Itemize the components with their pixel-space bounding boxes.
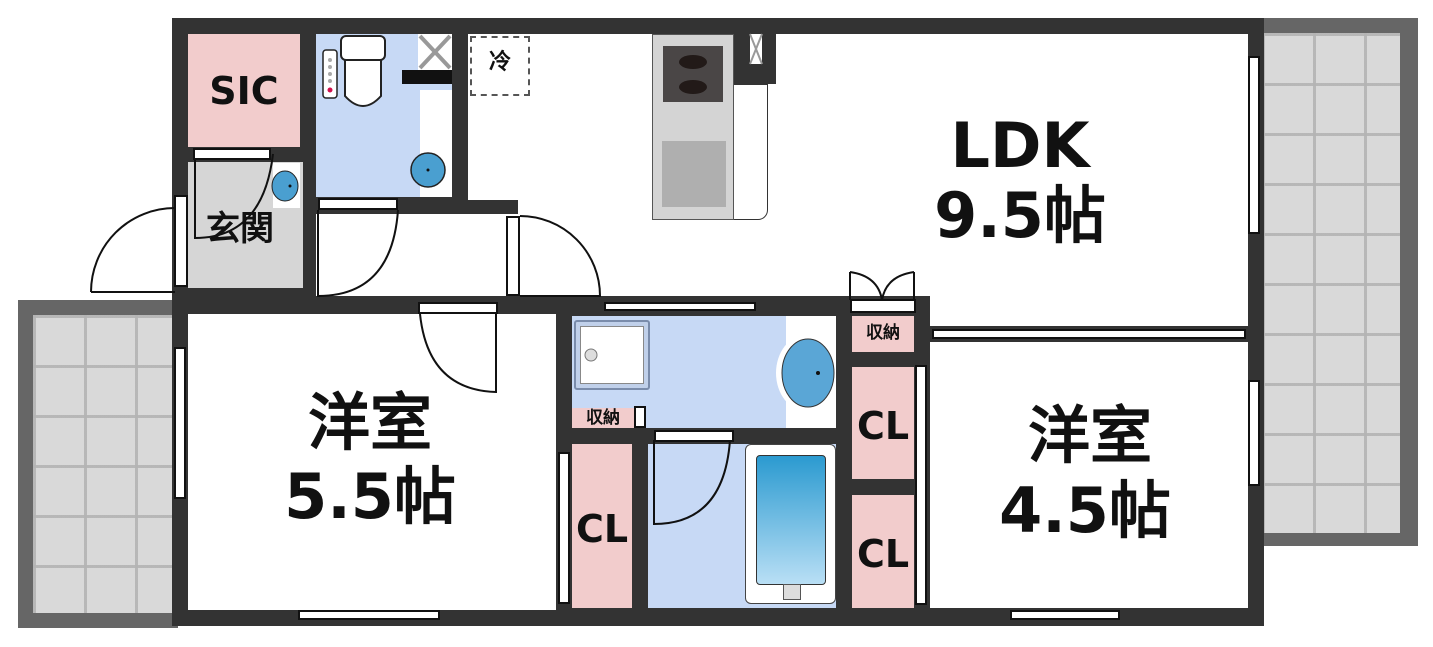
closet-right-bottom-label: CL bbox=[856, 532, 910, 576]
window-room-west[interactable] bbox=[174, 347, 186, 499]
window-left-south[interactable] bbox=[298, 610, 440, 620]
entrance-label: 玄関 bbox=[206, 209, 274, 249]
ldk-door[interactable] bbox=[506, 216, 520, 296]
sic-door[interactable] bbox=[193, 148, 271, 160]
bath-door[interactable] bbox=[654, 430, 734, 442]
western-room-right bbox=[930, 342, 1248, 608]
closet-right-top-label: CL bbox=[856, 404, 910, 448]
drain-icon bbox=[584, 348, 598, 362]
burner-icon bbox=[679, 55, 707, 94]
closet-left bbox=[572, 444, 632, 608]
ldk-room-sliding-door[interactable] bbox=[932, 329, 1246, 339]
closet-right-bottom bbox=[852, 495, 914, 608]
toilet-door-icon[interactable] bbox=[316, 200, 406, 300]
window-room-east[interactable] bbox=[1248, 380, 1260, 486]
western-right-name: 洋室 bbox=[1027, 399, 1152, 472]
western-left-name: 洋室 bbox=[307, 386, 432, 459]
closet-right-top bbox=[852, 367, 914, 479]
front-door-frame[interactable] bbox=[174, 195, 188, 287]
room-left-door[interactable] bbox=[418, 302, 498, 314]
bath-storage bbox=[572, 408, 634, 428]
sic-room bbox=[188, 34, 300, 147]
room-left-door-icon[interactable] bbox=[418, 300, 508, 400]
closet-left-sliding-door[interactable] bbox=[558, 452, 570, 604]
bath-faucet bbox=[783, 584, 801, 600]
bathtub-water bbox=[756, 455, 826, 585]
bath-door-icon[interactable] bbox=[652, 430, 742, 530]
balcony-left-floor bbox=[33, 315, 178, 613]
kitchen-sink bbox=[662, 141, 726, 207]
toilet-door[interactable] bbox=[318, 198, 398, 210]
window-right-south[interactable] bbox=[1010, 610, 1120, 620]
kitchen-bar bbox=[734, 84, 768, 220]
toilet-icon bbox=[322, 35, 386, 107]
fridge-label: 冷 bbox=[488, 50, 511, 75]
ldk-door-icon[interactable] bbox=[508, 214, 602, 314]
vanity-sink-icon bbox=[776, 335, 836, 411]
storage-top-label: 収納 bbox=[866, 323, 900, 343]
western-right-size: 4.5帖 bbox=[999, 474, 1171, 547]
hallway-right bbox=[518, 200, 608, 296]
ldk-right-lower bbox=[930, 296, 1248, 326]
closet-left-label: CL bbox=[575, 507, 629, 551]
fridge-space bbox=[470, 36, 530, 96]
storage-double-door-icon[interactable] bbox=[848, 270, 918, 320]
sic-door-icon[interactable] bbox=[193, 150, 283, 250]
closet-right-sliding-door[interactable] bbox=[915, 365, 927, 605]
balcony-right-floor bbox=[1262, 33, 1400, 533]
ldk-name: LDK bbox=[950, 109, 1090, 182]
western-left-size: 5.5帖 bbox=[284, 460, 456, 533]
pipe-shaft-x-icon bbox=[418, 34, 452, 70]
storage-top bbox=[852, 316, 914, 352]
toilet-sink-icon bbox=[410, 152, 446, 188]
hand-sink-icon bbox=[271, 170, 299, 202]
balcony-right bbox=[1262, 18, 1418, 546]
sic-label: SIC bbox=[209, 69, 279, 113]
western-room-left bbox=[188, 314, 556, 610]
window-ldk-east[interactable] bbox=[1248, 56, 1260, 234]
washroom-sliding-door[interactable] bbox=[604, 302, 756, 311]
bath-storage-door[interactable] bbox=[634, 406, 646, 428]
ldk-size: 9.5帖 bbox=[934, 179, 1106, 252]
balcony-left bbox=[18, 300, 178, 628]
storage-top-doors[interactable] bbox=[850, 299, 916, 313]
front-door-icon[interactable] bbox=[89, 206, 179, 296]
bath-storage-label: 収納 bbox=[586, 408, 620, 428]
ldk-room bbox=[468, 34, 1248, 200]
kitchen-shaft-icon bbox=[749, 33, 763, 65]
shaft-wall bbox=[402, 70, 452, 84]
